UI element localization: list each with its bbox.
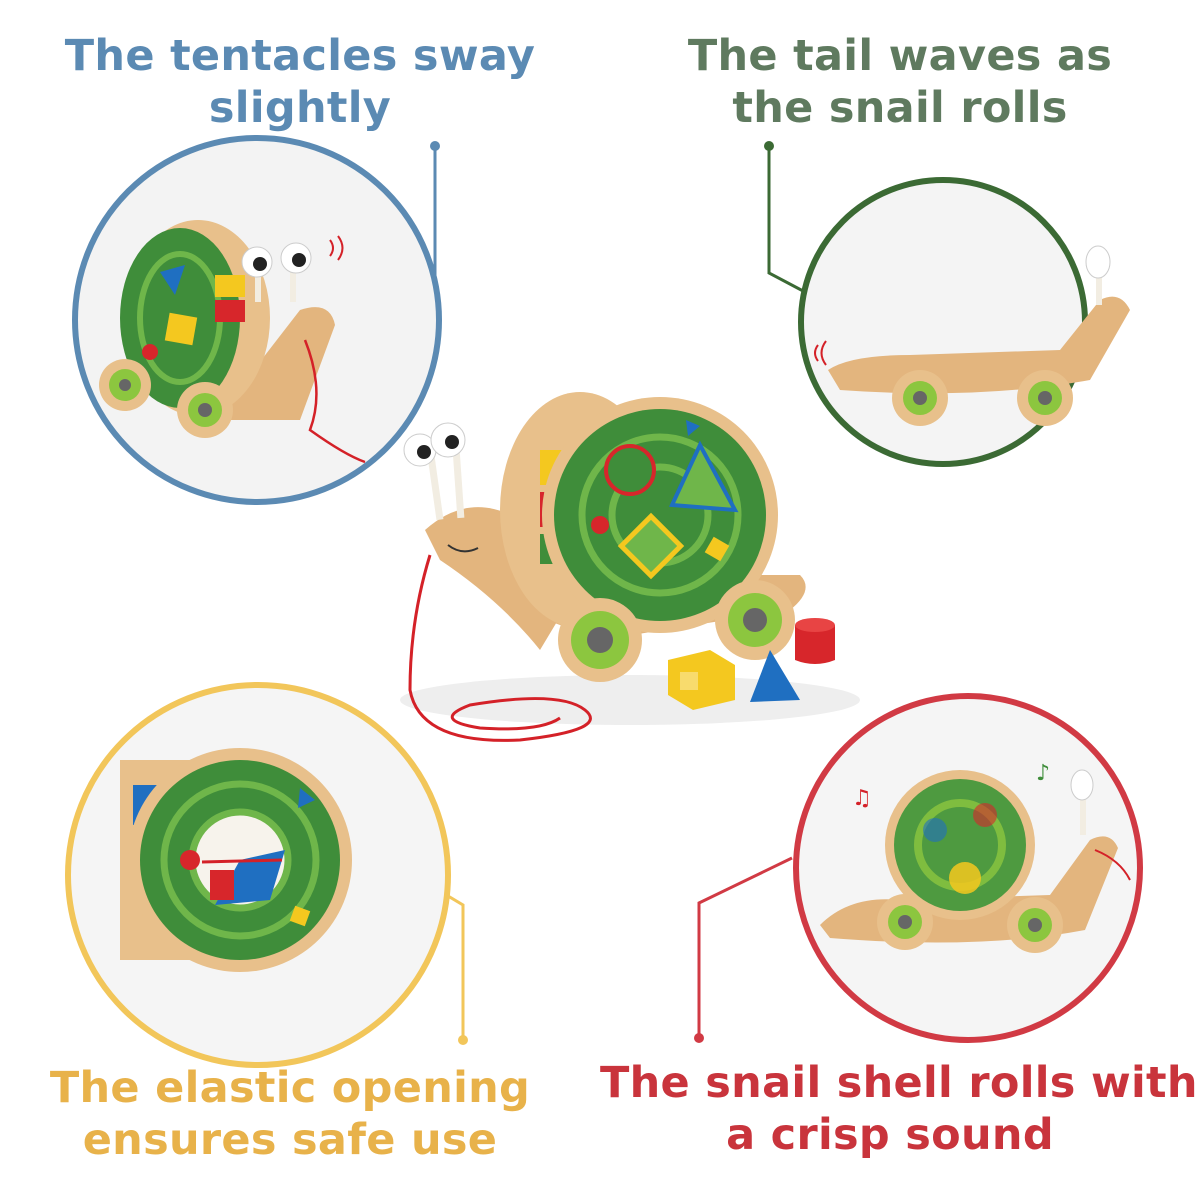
caption-crisp-sound: The snail shell rolls with a crisp sound <box>600 1057 1198 1161</box>
caption-line: a crisp sound <box>726 1110 1054 1160</box>
caption-tail: The tail waves as the snail rolls <box>650 30 1150 134</box>
caption-line: The elastic opening <box>49 1063 531 1113</box>
main-snail-toy <box>400 392 860 742</box>
caption-line: The tail waves as <box>687 31 1113 81</box>
leader-line-top-right <box>764 141 806 294</box>
circle-bottom-left-opening <box>65 682 451 1068</box>
caption-line: slightly <box>208 83 392 133</box>
caption-line: ensures safe use <box>82 1115 498 1165</box>
circle-bottom-right-sound: ♫ ♪ <box>793 693 1143 1043</box>
caption-line: The snail shell rolls with <box>600 1058 1198 1108</box>
caption-line: The tentacles sway <box>64 31 536 81</box>
caption-elastic-opening: The elastic opening ensures safe use <box>40 1062 540 1166</box>
music-note-icon: ♪ <box>1036 761 1050 786</box>
circle-top-left-tentacles <box>72 135 442 505</box>
caption-tentacles: The tentacles sway slightly <box>40 30 560 134</box>
circle-top-right-tail <box>798 177 1130 467</box>
leader-line-bottom-right <box>694 856 793 1043</box>
caption-line: the snail rolls <box>732 83 1068 133</box>
music-note-icon: ♫ <box>852 786 872 811</box>
